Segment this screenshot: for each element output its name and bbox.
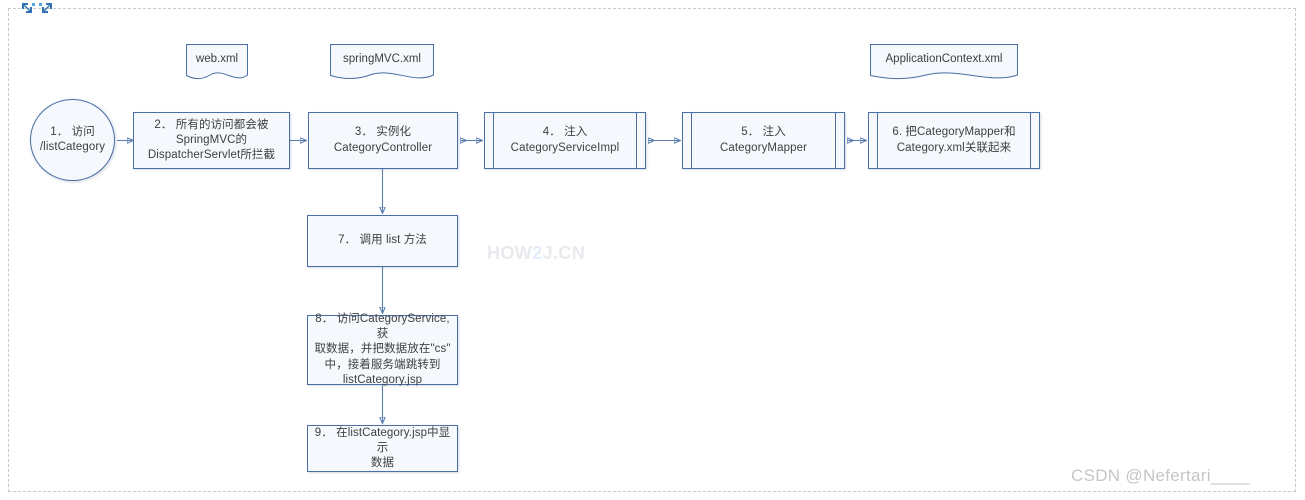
document-label: springMVC.xml <box>343 52 421 65</box>
watermark-how2j: HOW2J.CN <box>487 243 585 264</box>
node-8-access-categoryservice[interactable]: 8． 访问CategoryService,获 取数据，并把数据放在"cs" 中，… <box>307 313 458 386</box>
node-label: 5． 注入CategoryMapper <box>719 126 808 154</box>
resize-arrows-icon[interactable] <box>20 2 56 16</box>
node-label: 4． 注入CategoryServiceImpl <box>510 126 620 154</box>
watermark-csdn: CSDN @Nefertari____ <box>1071 466 1250 485</box>
node-label: 1． 访问 /listCategory <box>39 125 106 153</box>
node-label: 2． 所有的访问都会被 SpringMVC的 DispatcherServlet… <box>147 118 276 162</box>
node-label: 8． 访问CategoryService,获 取数据，并把数据放在"cs" 中，… <box>314 313 451 386</box>
watermark-how2j-part3: J.CN <box>542 243 586 263</box>
node-label: 3． 实例化 CategoryController <box>333 126 433 154</box>
document-label: web.xml <box>195 52 239 65</box>
node-9-display-data[interactable]: 9． 在listCategory.jsp中显示 数据 <box>307 425 458 472</box>
document-springmvc-xml: springMVC.xml <box>330 44 434 84</box>
node-label: 6. 把CategoryMapper和 Category.xml关联起来 <box>892 126 1016 154</box>
watermark-how2j-part1: HOW <box>487 243 533 263</box>
node-label: 9． 在listCategory.jsp中显示 数据 <box>314 426 451 470</box>
node-1-visit-listcategory[interactable]: 1． 访问 /listCategory <box>30 99 115 181</box>
node-4-inject-categoryserviceimpl[interactable]: 4． 注入CategoryServiceImpl <box>484 112 646 169</box>
watermark-how2j-part2: 2 <box>532 243 543 263</box>
node-label: 7． 调用 list 方法 <box>338 234 427 247</box>
node-7-call-list-method[interactable]: 7． 调用 list 方法 <box>307 215 458 267</box>
node-3-instantiate-categorycontroller[interactable]: 3． 实例化 CategoryController <box>308 112 458 169</box>
node-2-dispatcherservlet[interactable]: 2． 所有的访问都会被 SpringMVC的 DispatcherServlet… <box>133 112 290 169</box>
document-label: ApplicationContext.xml <box>885 52 1003 65</box>
document-applicationcontext-xml: ApplicationContext.xml <box>870 44 1018 84</box>
document-web-xml: web.xml <box>186 44 248 84</box>
node-6-link-categorymapper-xml[interactable]: 6. 把CategoryMapper和 Category.xml关联起来 <box>868 112 1040 169</box>
node-5-inject-categorymapper[interactable]: 5． 注入CategoryMapper <box>682 112 845 169</box>
